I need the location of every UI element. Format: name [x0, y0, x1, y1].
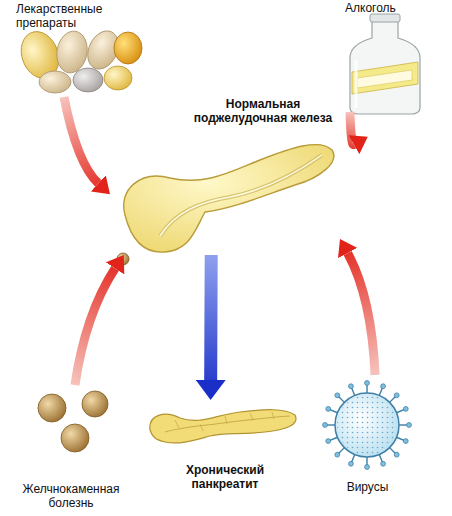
figure-node: Алкоголь: [335, 0, 435, 112]
figure-node: Лекарственные препараты: [10, 2, 145, 97]
figure-label: Вирусы: [322, 480, 413, 494]
figure-label: Лекарственные препараты: [16, 2, 136, 30]
cause-arrow: [64, 97, 98, 183]
gallstones: [38, 391, 108, 452]
chronic-pancreas: [150, 410, 296, 443]
normal-pancreas: [117, 145, 334, 265]
figure-label: Желчнокаменная болезнь: [12, 482, 130, 510]
cause-arrow: [348, 253, 375, 375]
figure-label: Алкоголь: [345, 1, 430, 15]
figure-node: Нормальная поджелудочная железа: [110, 95, 340, 255]
virus: [323, 381, 412, 470]
cause-arrow: [204, 255, 218, 380]
cause-arrow: [350, 112, 354, 145]
figure-label: Нормальная поджелудочная железа: [188, 97, 338, 125]
figure-node: Вирусы: [320, 375, 415, 505]
cause-arrow: [75, 268, 115, 385]
figure-node: Желчнокаменная болезнь: [8, 385, 132, 512]
figure-label: Хронический панкреатит: [170, 463, 280, 491]
pills: [15, 26, 142, 93]
figure-node: Хронический панкреатит: [145, 400, 305, 505]
alcohol-bottle: [350, 14, 420, 114]
